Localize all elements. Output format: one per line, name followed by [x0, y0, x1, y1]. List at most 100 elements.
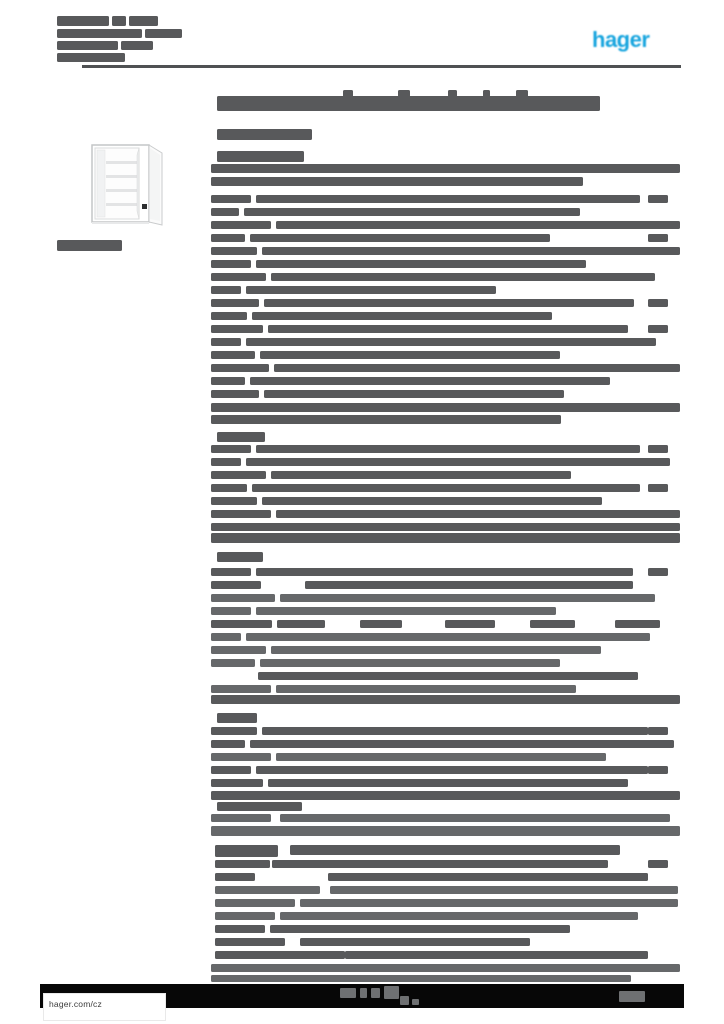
redacted-text-bar [264, 390, 564, 398]
redacted-subtitle [217, 129, 312, 140]
redacted-text-bar [211, 510, 271, 518]
redacted-text-bar [215, 912, 275, 920]
redacted-text-bar [252, 484, 640, 492]
redacted-text-bar [211, 646, 266, 654]
footer-site-box: hager.com/cz [44, 994, 165, 1020]
redacted-text-bar [145, 29, 182, 38]
redacted-text-bar [262, 497, 602, 505]
redacted-text-bar [277, 620, 325, 628]
redacted-text-bar [250, 377, 610, 385]
footer-site-link[interactable]: hager.com/cz [49, 999, 102, 1009]
redacted-text-bar [211, 164, 680, 173]
redacted-text-bar [211, 299, 259, 307]
redacted-text-bar [211, 247, 257, 255]
redacted-text-bar [211, 753, 271, 761]
redacted-section-header [215, 845, 278, 857]
footer-glyph-mark [360, 988, 367, 998]
redacted-text-bar [252, 312, 552, 320]
redacted-text-bar [215, 899, 295, 907]
redacted-value-chip [648, 568, 668, 576]
redacted-text-bar [211, 471, 266, 479]
redacted-text-bar [215, 886, 320, 894]
redacted-text-bar [280, 912, 638, 920]
redacted-text-bar [268, 779, 628, 787]
redacted-text-bar [211, 727, 257, 735]
redacted-section-header [217, 802, 302, 811]
redacted-text-bar [448, 90, 457, 97]
redacted-text-bar [211, 594, 275, 602]
redacted-text-bar [57, 29, 142, 38]
redacted-product-code [57, 240, 122, 251]
redacted-text-bar [215, 938, 285, 946]
redacted-text-bar [262, 727, 648, 735]
redacted-text-bar [258, 672, 638, 680]
redacted-text-bar [211, 221, 271, 229]
redacted-text-bar [211, 533, 680, 543]
redacted-text-bar [211, 312, 247, 320]
redacted-text-bar [300, 899, 678, 907]
redacted-text-bar [211, 581, 261, 589]
redacted-section-header [217, 552, 263, 562]
redacted-text-bar [328, 873, 648, 881]
redacted-text-bar [211, 377, 245, 385]
redacted-text-bar [211, 826, 680, 836]
redacted-text-bar [211, 325, 263, 333]
header-rule [82, 65, 681, 68]
redacted-text-bar [345, 951, 648, 959]
redacted-text-bar [211, 403, 680, 412]
redacted-text-bar [445, 620, 495, 628]
redacted-text-bar [57, 41, 118, 50]
redacted-text-bar [271, 471, 571, 479]
redacted-text-bar [246, 338, 656, 346]
redacted-text-bar [121, 41, 153, 50]
redacted-text-bar [211, 685, 271, 693]
footer-glyph-mark [371, 988, 380, 998]
redacted-value-chip [648, 727, 668, 735]
redacted-text-bar [483, 90, 490, 97]
redacted-text-bar [330, 886, 678, 894]
redacted-value-chip [648, 766, 668, 774]
redacted-subtitle [217, 151, 304, 162]
redacted-text-bar [211, 415, 561, 424]
redacted-text-bar [264, 299, 634, 307]
redacted-text-bar [211, 351, 255, 359]
redacted-text-bar [211, 740, 245, 748]
redacted-section-header [217, 432, 265, 442]
redacted-text-bar [211, 633, 241, 641]
redacted-text-bar [280, 594, 655, 602]
redacted-text-bar [215, 951, 345, 959]
footer-glyph-mark [412, 999, 419, 1005]
product-photo [84, 141, 164, 230]
redacted-text-bar [211, 338, 241, 346]
redacted-text-bar [246, 458, 670, 466]
redacted-text-bar [211, 208, 239, 216]
redacted-text-bar [280, 814, 670, 822]
redacted-text-bar [305, 581, 633, 589]
redacted-text-bar [530, 620, 575, 628]
redacted-text-bar [276, 753, 606, 761]
redacted-text-bar [211, 607, 251, 615]
redacted-text-bar [211, 779, 263, 787]
redacted-text-bar [272, 860, 608, 868]
footer-glyph-mark [619, 991, 645, 1002]
redacted-text-bar [211, 286, 241, 294]
redacted-value-chip [648, 445, 668, 453]
redacted-text-bar [215, 860, 270, 868]
redacted-text-bar [360, 620, 402, 628]
redacted-text-bar [211, 766, 251, 774]
redacted-text-bar [262, 247, 680, 255]
redacted-text-bar [246, 286, 496, 294]
redacted-text-bar [268, 325, 628, 333]
redacted-text-bar [211, 234, 245, 242]
redacted-text-bar [211, 791, 680, 800]
footer-glyph-mark [384, 986, 399, 999]
redacted-text-bar [256, 607, 556, 615]
redacted-text-bar [300, 938, 530, 946]
redacted-value-chip [648, 325, 668, 333]
redacted-text-bar [256, 568, 633, 576]
redacted-text-bar [211, 177, 583, 186]
redacted-text-bar [211, 568, 251, 576]
redacted-text-bar [343, 90, 353, 97]
redacted-text-bar [260, 659, 560, 667]
redacted-text-bar [211, 458, 241, 466]
